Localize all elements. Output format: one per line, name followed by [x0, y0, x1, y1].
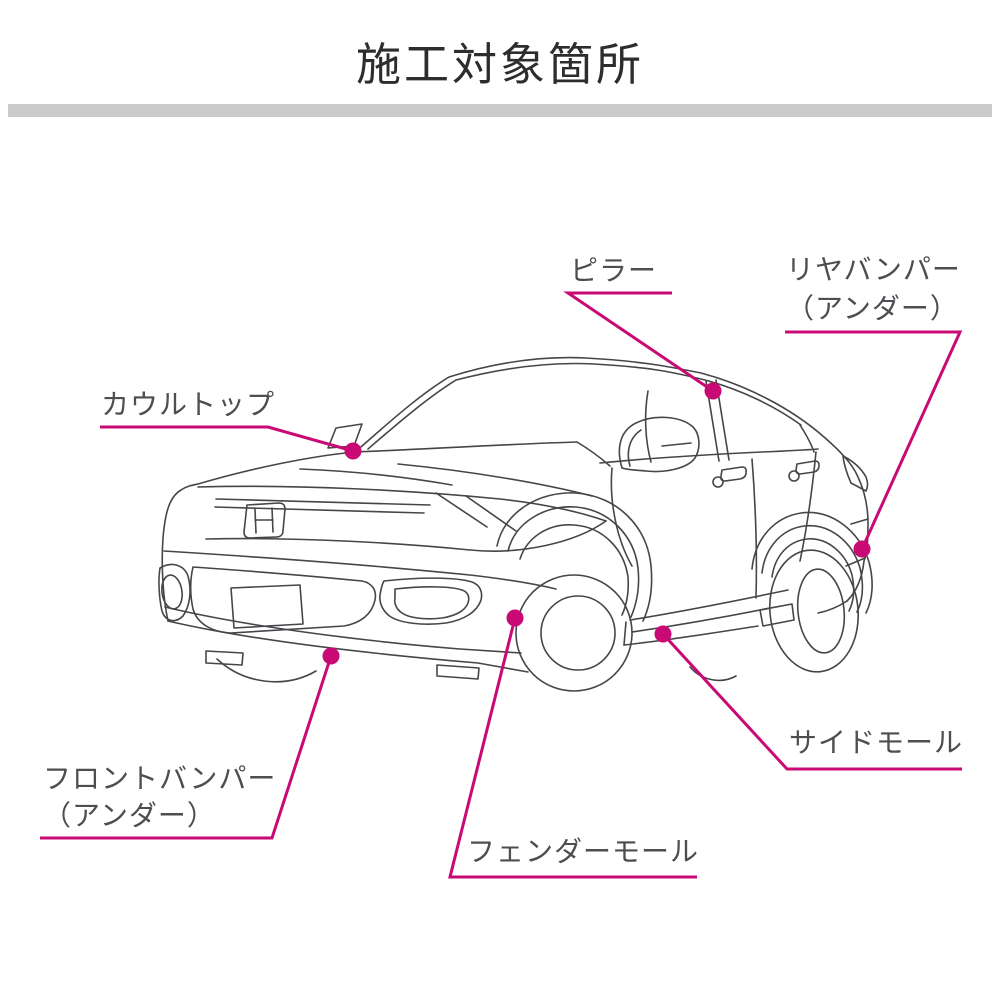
label-side-moll: サイドモール — [789, 724, 963, 762]
label-pillar: ピラー — [570, 252, 657, 290]
label-pillar-text: ピラー — [570, 255, 658, 286]
label-front-bumper-under-line1: フロントバンパー — [43, 763, 277, 794]
label-side-moll-text: サイドモール — [789, 727, 964, 758]
leader-line-pillar — [563, 291, 714, 393]
leader-line-rear-bumper-under — [785, 330, 963, 550]
label-cowl-top-text: カウルトップ — [101, 389, 276, 420]
label-fender-moll: フェンダーモール — [467, 833, 699, 871]
car-body-outline — [161, 356, 869, 622]
label-front-bumper-under: フロントバンパー （アンダー） — [43, 760, 276, 834]
leader-line-side-moll — [661, 632, 962, 771]
marker-dot-cowl-top — [344, 442, 362, 460]
leader-line-fender-moll — [448, 617, 697, 879]
marker-dots — [322, 382, 871, 665]
label-rear-bumper-under: リヤバンパー （アンダー） — [786, 250, 961, 328]
label-fender-moll-text: フェンダーモール — [467, 836, 700, 867]
label-rear-bumper-under-line2: （アンダー） — [786, 293, 959, 324]
car-line-drawing — [158, 356, 873, 692]
leader-lines — [40, 291, 963, 879]
label-cowl-top: カウルトップ — [101, 386, 275, 424]
marker-dot-pillar — [704, 382, 722, 400]
page-title: 施工対象箇所 — [355, 39, 644, 90]
marker-dot-side-moll — [654, 625, 672, 643]
label-rear-bumper-under-line1: リヤバンパー — [786, 254, 961, 285]
leader-line-cowl-top — [100, 425, 354, 453]
title-divider-bar — [8, 104, 992, 117]
label-front-bumper-under-line2: （アンダー） — [43, 800, 216, 831]
marker-dot-front-bumper-under — [322, 647, 340, 665]
leader-line-front-bumper-under — [40, 655, 333, 840]
marker-dot-rear-bumper-under — [853, 540, 871, 558]
marker-dot-fender-moll — [506, 609, 524, 627]
